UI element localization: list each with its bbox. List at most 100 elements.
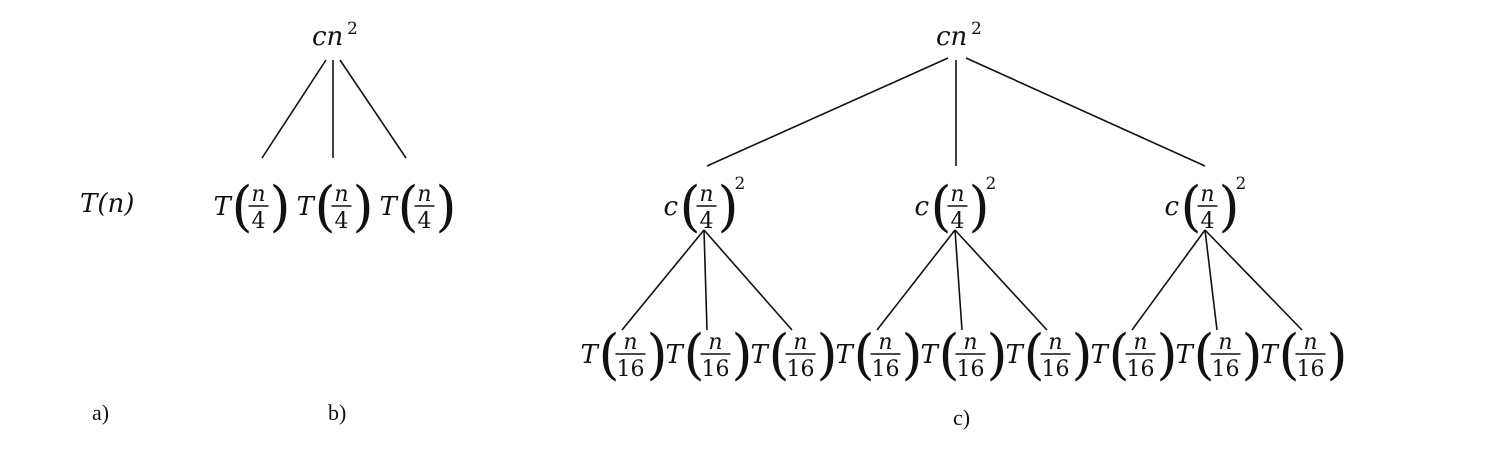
root-exponent: 2 [347, 19, 358, 39]
left-paren: ( [1279, 323, 1300, 386]
fraction-denominator: 4 [700, 209, 714, 234]
right-paren: ) [732, 323, 753, 386]
fraction-numerator: n [1218, 330, 1232, 355]
tree-edge [1204, 229, 1218, 331]
fraction-numerator: n [334, 182, 348, 207]
left-paren: ( [315, 175, 336, 238]
fraction-denominator: 16 [702, 357, 730, 382]
right-paren: ) [969, 175, 990, 238]
tree-edge [706, 57, 949, 167]
tree-edge [621, 229, 705, 331]
panel-labels: a)b)c) [92, 400, 970, 430]
tree-node-t: T(n16) [581, 323, 668, 386]
tree-node-tn: T(n) [80, 189, 134, 219]
tree-edges [261, 57, 1303, 331]
left-paren: ( [680, 175, 701, 238]
fraction-numerator: n [417, 182, 431, 207]
right-paren: ) [1242, 323, 1263, 386]
right-paren: ) [1157, 323, 1178, 386]
tree-node-t: T(n4) [297, 175, 374, 238]
fraction-numerator: n [1133, 330, 1147, 355]
tree-edge [261, 59, 327, 159]
tree-edge [954, 229, 1048, 331]
tree-edge [954, 229, 963, 331]
right-paren: ) [270, 175, 291, 238]
fraction-numerator: n [950, 182, 964, 207]
fraction-denominator: 16 [957, 357, 985, 382]
tree-node-t: T(n4) [214, 175, 291, 238]
fraction-denominator: 16 [872, 357, 900, 382]
cost-coefficient: c [1165, 192, 1180, 222]
tree-node-t: T(n16) [921, 323, 1008, 386]
tree-node-t: T(n16) [751, 323, 838, 386]
function-symbol: T [214, 192, 233, 222]
right-paren: ) [353, 175, 374, 238]
cost-coefficient: c [915, 192, 930, 222]
left-paren: ( [939, 323, 960, 386]
fraction-denominator: 4 [1201, 209, 1215, 234]
right-paren: ) [718, 175, 739, 238]
tree-node-t: T(n16) [666, 323, 753, 386]
function-symbol: T [921, 340, 940, 370]
left-paren: ( [398, 175, 419, 238]
tree-node-t: T(n16) [1091, 323, 1178, 386]
cost-exponent: 2 [1236, 174, 1247, 194]
right-paren: ) [436, 175, 457, 238]
tree-node-cost: c(n4)2 [915, 174, 997, 238]
tree-node-t: T(n16) [1261, 323, 1348, 386]
right-paren: ) [647, 323, 668, 386]
tree-edge [1131, 229, 1206, 331]
fraction-numerator: n [708, 330, 722, 355]
fraction-denominator: 16 [1297, 357, 1325, 382]
left-paren: ( [931, 175, 952, 238]
fraction-denominator: 16 [617, 357, 645, 382]
fraction-numerator: n [699, 182, 713, 207]
right-paren: ) [1219, 175, 1240, 238]
panel-label-b: b) [328, 400, 346, 425]
tree-edge [965, 57, 1206, 167]
tree-edge [703, 229, 793, 331]
tree-node-t: T(n4) [380, 175, 457, 238]
function-symbol: T [751, 340, 770, 370]
fraction-denominator: 4 [418, 209, 432, 234]
tree-node-t: T(n16) [1006, 323, 1093, 386]
fraction-numerator: n [963, 330, 977, 355]
left-paren: ( [1194, 323, 1215, 386]
function-symbol: T [1091, 340, 1110, 370]
left-paren: ( [1181, 175, 1202, 238]
function-symbol: T [380, 192, 399, 222]
root-exponent: 2 [971, 19, 982, 39]
fraction-numerator: n [878, 330, 892, 355]
tree-edge [876, 229, 956, 331]
root-cost: cn [936, 22, 967, 52]
fraction-numerator: n [1303, 330, 1317, 355]
function-symbol: T [836, 340, 855, 370]
fraction-numerator: n [1048, 330, 1062, 355]
fraction-denominator: 16 [787, 357, 815, 382]
tree-node-cost: c(n4)2 [664, 174, 746, 238]
fraction-denominator: 4 [951, 209, 965, 234]
fraction-numerator: n [1200, 182, 1214, 207]
fraction-denominator: 16 [1212, 357, 1240, 382]
fraction-denominator: 16 [1042, 357, 1070, 382]
right-paren: ) [817, 323, 838, 386]
fraction-denominator: 4 [252, 209, 266, 234]
function-symbol: T [1261, 340, 1280, 370]
left-paren: ( [854, 323, 875, 386]
fraction-numerator: n [793, 330, 807, 355]
fraction-denominator: 16 [1127, 357, 1155, 382]
function-symbol: T [1176, 340, 1195, 370]
fraction-numerator: n [251, 182, 265, 207]
cost-coefficient: c [664, 192, 679, 222]
root-cost: cn [312, 22, 343, 52]
function-symbol: T [666, 340, 685, 370]
right-paren: ) [902, 323, 923, 386]
fraction-denominator: 4 [335, 209, 349, 234]
tree-edge [703, 229, 708, 331]
single-node: T(n) [80, 189, 134, 219]
right-paren: ) [1072, 323, 1093, 386]
